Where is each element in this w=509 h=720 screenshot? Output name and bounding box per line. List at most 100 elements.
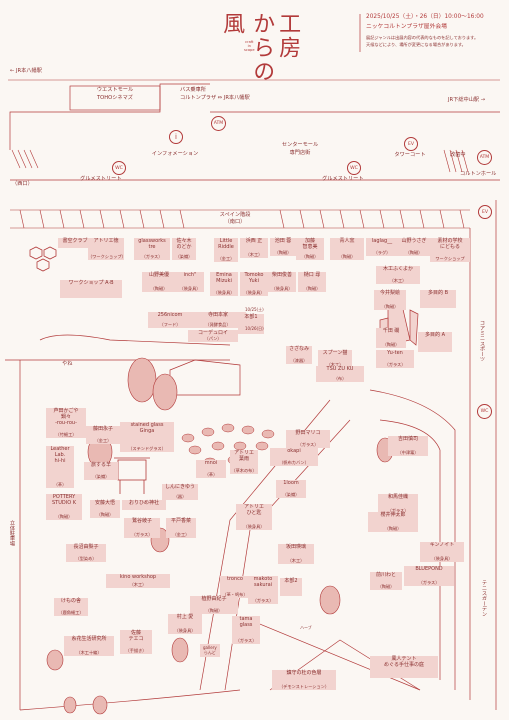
booth[interactable]: 和馬佳織（ガラス） — [378, 494, 418, 514]
booth-genre: （革） — [53, 482, 67, 488]
booth[interactable]: 青人窯 （陶磁） — [330, 238, 364, 260]
booth[interactable]: 風人テント めぐる手仕事の庭 — [370, 656, 438, 678]
booth[interactable]: 書空クラブ — [58, 238, 92, 248]
booth[interactable]: 旅する羊（染織） — [84, 462, 118, 480]
booth[interactable]: 佐々木 のどか（染織） — [172, 238, 196, 260]
booth[interactable]: TSU ZU KU（布） — [316, 366, 364, 382]
booth-genre: （竹細工） — [55, 432, 77, 438]
booth[interactable]: 池田 蓉（陶磁） — [270, 238, 296, 256]
booth-name: 素材の学校 にどもる — [437, 238, 463, 250]
booth[interactable]: 佐藤 テエコ（手描き） — [120, 630, 152, 654]
booth-genre: （染織） — [175, 254, 193, 260]
booth[interactable]: Emina Mizuki（装身具） — [210, 272, 238, 296]
booth[interactable]: 吉田慎司（中津箒） — [388, 436, 428, 456]
booth[interactable]: 鷲谷綾子（ガラス） — [124, 518, 160, 538]
booth[interactable]: 本部1 — [238, 314, 264, 334]
booth[interactable]: kino workshop（木工） — [106, 574, 170, 588]
booth[interactable]: けもの舎（鹿角細工） — [54, 598, 88, 616]
booth[interactable]: 千田 磯（陶磁） — [376, 328, 406, 348]
booth[interactable]: 1loom（染織） — [276, 480, 306, 498]
booth-name: コーデュロイ — [197, 330, 228, 336]
booth[interactable]: 寺田本家（発酵食品） — [190, 312, 246, 328]
booth[interactable]: 今井梨絵（陶磁） — [374, 290, 406, 310]
booth[interactable]: inch"（装身具） — [176, 272, 204, 292]
community-label: コアミニスポーツ — [478, 320, 485, 362]
info-icon[interactable]: i — [169, 130, 183, 144]
booth[interactable]: 前川わと（陶磁） — [370, 572, 402, 590]
booth[interactable]: 山野うさぎ（陶磁） — [398, 238, 430, 256]
booth[interactable]: stained glass Ginga（ステンドグラス） — [120, 422, 174, 452]
hatch-right — [443, 149, 469, 173]
booth[interactable]: ワークショップ A·B — [60, 280, 122, 298]
booth[interactable]: さざなみ（漆器） — [286, 346, 312, 364]
booth[interactable]: 多目的 B — [420, 290, 456, 308]
booth[interactable]: 長沼由梨子（型染め） — [66, 544, 106, 562]
booth[interactable]: 浜西 正（木工） — [240, 238, 268, 258]
booth-genre: （ガラス） — [384, 362, 406, 368]
booth[interactable]: 樋口 尋（陶磁） — [298, 272, 326, 292]
booth-name: tronco — [227, 576, 243, 582]
booth[interactable]: しんにきゆう（器） — [162, 484, 198, 500]
booth[interactable]: okapi（帆布カバン） — [270, 448, 318, 466]
booth[interactable]: コーデュロイ（パン） — [188, 330, 238, 342]
booth[interactable]: 素材の学校 にどもるワークショップ — [430, 238, 470, 262]
booth[interactable]: tronco（革・帆布） — [220, 576, 250, 598]
booth[interactable]: アトリエ 葉雨（草木の布） — [230, 450, 258, 474]
booth[interactable]: 木工ふくよか （木工） — [376, 266, 420, 284]
booth-name: Little Riddle — [218, 238, 234, 250]
booth[interactable]: スプーン猫（木工） — [318, 350, 352, 368]
booth[interactable]: 山野美優（陶磁） — [142, 272, 176, 292]
booth[interactable]: 糸花生活研究所（木工十編） — [64, 636, 114, 656]
booth-name: 佐藤 テエコ — [128, 630, 144, 642]
booth-genre: （陶磁） — [205, 608, 223, 614]
booth[interactable]: 安藤大悟（陶磁） — [90, 500, 120, 518]
booth-name: glassworks tre — [138, 238, 166, 250]
booth-name: 青人窯 — [339, 238, 355, 244]
booth-name: 木工ふくよか — [382, 266, 413, 272]
booth[interactable]: 柴田俊善（装身具） — [268, 272, 296, 292]
booth[interactable]: 鎮守の杜の色層（デモンストレーション） — [272, 670, 336, 690]
booth-name: Emina Mizuki — [216, 272, 232, 284]
arrow-right-icon: → — [480, 97, 486, 103]
booth[interactable]: アトリエ徳（ワークショップ） — [88, 238, 126, 260]
booth[interactable]: Yu-ten（ガラス） — [376, 350, 414, 368]
title-line3: 風 — [219, 12, 245, 36]
booth[interactable]: glassworks tre（ガラス） — [134, 238, 170, 260]
booth[interactable]: laglag__（ラグ） — [366, 238, 398, 256]
south-gate-label: （南口） — [224, 219, 246, 225]
yane-label: やね — [62, 361, 73, 367]
booth[interactable]: 芦田かごや 鍋々 -rou-rou-（竹細工） — [46, 408, 86, 438]
booth[interactable]: キンノイト（装身具） — [420, 542, 464, 562]
atm2-icon: ATM — [477, 150, 492, 165]
booth-genre: （陶磁） — [338, 254, 356, 260]
booth[interactable]: Little Riddle（金工） — [214, 238, 238, 262]
booth[interactable]: 加藤 智恵美（陶磁） — [296, 238, 324, 260]
booth[interactable]: 本部2 — [280, 578, 302, 596]
booth-name: 本部2 — [284, 578, 298, 584]
booth-genre: （陶磁） — [274, 250, 292, 256]
booth-genre: （木工） — [389, 278, 407, 284]
booth[interactable]: 平戸香菜（金工） — [166, 518, 196, 538]
booth[interactable]: おりひめ神社 — [122, 500, 166, 510]
booth[interactable]: アトリエ ひと匙（装身具） — [236, 504, 272, 530]
booth[interactable]: 256nicom（フード） — [148, 312, 192, 328]
booth[interactable]: 藤田永子（金工） — [86, 426, 120, 444]
booth[interactable]: 村上 愛（装身具） — [168, 614, 202, 634]
booth[interactable]: makoto sakurai（ガラス） — [248, 576, 278, 604]
event-date: 2025/10/25（土）・26（日）10:00〜16:00 — [366, 14, 484, 20]
booth[interactable]: 多目的 A — [418, 332, 452, 352]
booth[interactable]: 櫻井伸太郎（陶磁） — [368, 512, 418, 532]
booth[interactable]: BLUEPOND（ガラス） — [404, 566, 454, 586]
booth[interactable]: mnoi（革） — [196, 460, 226, 478]
booth[interactable]: 野田マリコ（ガラス） — [286, 430, 330, 448]
booth[interactable]: tama glass（ガラス） — [232, 616, 260, 644]
booth[interactable]: Leather Lab. hi-hi（革） — [46, 446, 74, 488]
jr-right-label: JR下総中山駅 → — [448, 97, 486, 103]
booth[interactable]: 植野由紀子（陶磁） — [190, 596, 238, 614]
booth-genre: （ガラス） — [252, 598, 274, 604]
booth[interactable]: POTTERY STUDIO K（陶磁） — [46, 494, 82, 520]
booth-name: 1loom — [283, 480, 299, 486]
booth[interactable]: Tomoko Yuki（装身具） — [240, 272, 268, 296]
booth[interactable]: 坂田瑛璃（木工） — [278, 544, 314, 564]
trees — [46, 357, 394, 715]
